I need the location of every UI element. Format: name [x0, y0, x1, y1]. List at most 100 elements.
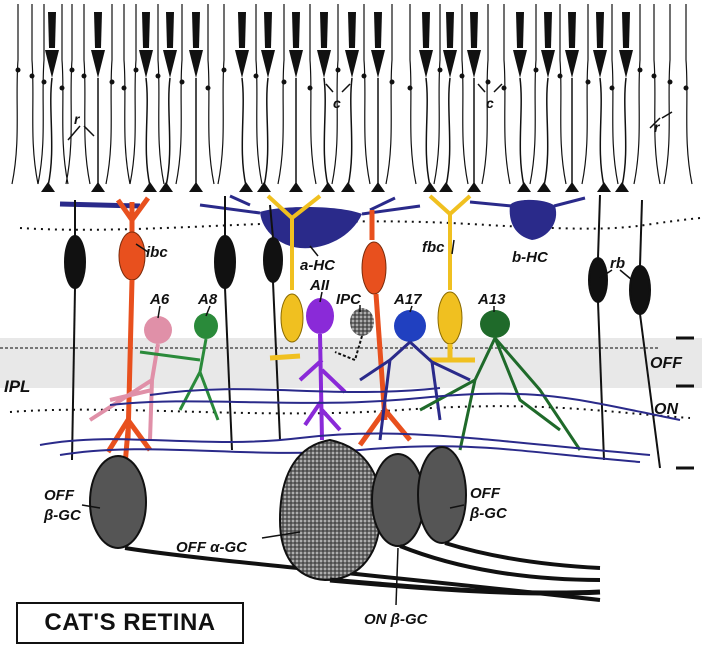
- b-hc-cell: [509, 199, 557, 240]
- cone-pedicle: [239, 182, 253, 192]
- rod-nucleus: [667, 79, 673, 85]
- off-beta-gc-left-soma: [89, 455, 147, 549]
- rod-nucleus: [179, 79, 185, 85]
- cone-outer-segment: [264, 12, 272, 48]
- cone-pedicle: [321, 182, 335, 192]
- title-box: CAT'S RETINA: [16, 602, 244, 644]
- ibc-cell-left: [115, 196, 151, 236]
- cone-inner-segment: [619, 50, 633, 78]
- rod-cell: [157, 4, 165, 185]
- cone-inner-segment: [419, 50, 433, 78]
- cone-pedicle: [439, 182, 453, 192]
- rod-nucleus: [501, 85, 507, 91]
- cone-axon: [543, 77, 549, 187]
- rod-nucleus: [221, 67, 227, 73]
- rod-nucleus: [281, 79, 287, 85]
- rod-cell: [217, 4, 225, 185]
- rod-cell: [581, 4, 589, 185]
- label-ipc: IPC: [336, 291, 362, 308]
- cone-inner-segment: [189, 50, 203, 78]
- ibc-soma-right: [361, 241, 387, 295]
- rod-cell: [611, 4, 619, 185]
- rod-nucleus: [29, 73, 35, 79]
- rod-nucleus: [15, 67, 21, 73]
- rod-nucleus: [585, 79, 591, 85]
- rod-cell: [129, 4, 137, 185]
- ibc-axon-left: [105, 279, 153, 466]
- b-hc-dendrites: [469, 196, 586, 208]
- aii-dendrites: [298, 333, 347, 441]
- cone-axon: [621, 77, 627, 187]
- cone-axon: [445, 77, 451, 187]
- rod-cell: [331, 4, 339, 185]
- label-r-left: r: [74, 111, 81, 127]
- fbc-2-dendrites: [266, 194, 322, 290]
- cone-outer-segment: [94, 12, 102, 48]
- rod-nucleus: [389, 79, 395, 85]
- on-beta-gc-axon: [399, 544, 601, 582]
- off-beta-gc-right-axon: [444, 541, 601, 570]
- a6-soma: [144, 316, 172, 344]
- cone-pedicle: [597, 182, 611, 192]
- a13-soma: [480, 310, 510, 338]
- rod-nucleus: [335, 67, 341, 73]
- cone-outer-segment: [596, 12, 604, 48]
- rod-nucleus: [121, 85, 127, 91]
- rod-cell: [105, 4, 113, 185]
- cone-axon: [519, 77, 525, 187]
- label-off-alpha-gc: OFF α-GC: [176, 539, 248, 556]
- cone-axon: [323, 77, 329, 187]
- rod-cell: [175, 4, 183, 185]
- label-ibc: ibc: [146, 244, 168, 261]
- cone-pedicle: [565, 182, 579, 192]
- cone-pedicle: [257, 182, 271, 192]
- ipl-band: [0, 338, 702, 388]
- rod-nucleus: [557, 73, 563, 79]
- cone-outer-segment: [192, 12, 200, 48]
- cone-inner-segment: [91, 50, 105, 78]
- cone-outer-segment: [320, 12, 328, 48]
- cone-inner-segment: [289, 50, 303, 78]
- rod-cell: [363, 4, 371, 185]
- cone-outer-segment: [446, 12, 454, 48]
- rod-cell: [653, 4, 661, 185]
- cone-pedicle: [615, 182, 629, 192]
- a-hc-cell: [260, 206, 362, 249]
- cone-outer-segment: [544, 12, 552, 48]
- cone-outer-segment: [516, 12, 524, 48]
- diagram-title: CAT'S RETINA: [44, 609, 216, 636]
- ipc-soma: [350, 308, 374, 336]
- ipl-wiring: [39, 387, 681, 463]
- label-aii: AII: [309, 277, 330, 294]
- rod-cell: [255, 4, 263, 185]
- label-c-right: c: [486, 95, 494, 111]
- rod-cell: [433, 4, 441, 185]
- cone-axon: [347, 77, 353, 187]
- label-a-hc: a-HC: [300, 257, 336, 274]
- rod-cell: [65, 4, 73, 185]
- cone-inner-segment: [317, 50, 331, 78]
- cone-axon: [425, 77, 431, 187]
- label-pointers: [67, 83, 673, 606]
- cone-pedicle: [537, 182, 551, 192]
- cone-pedicle: [159, 182, 173, 192]
- rod-cell: [559, 4, 567, 185]
- cone-outer-segment: [48, 12, 56, 48]
- cone-outer-segment: [422, 12, 430, 48]
- rod-cell: [385, 4, 393, 185]
- rod-nucleus: [253, 73, 259, 79]
- off-alpha-gc-soma: [278, 438, 382, 582]
- black-bipolar-cells: [64, 194, 661, 469]
- a17-soma: [394, 310, 426, 342]
- rod-cell: [503, 4, 511, 185]
- cone-outer-segment: [292, 12, 300, 48]
- cone-pedicle: [371, 182, 385, 192]
- rod-cell: [529, 4, 537, 185]
- cone-pedicle: [91, 182, 105, 192]
- fbc-2-axon: [269, 353, 301, 361]
- rod-cell: [61, 4, 69, 185]
- fbc-2-soma: [280, 293, 304, 343]
- a13-dendrites: [419, 337, 582, 451]
